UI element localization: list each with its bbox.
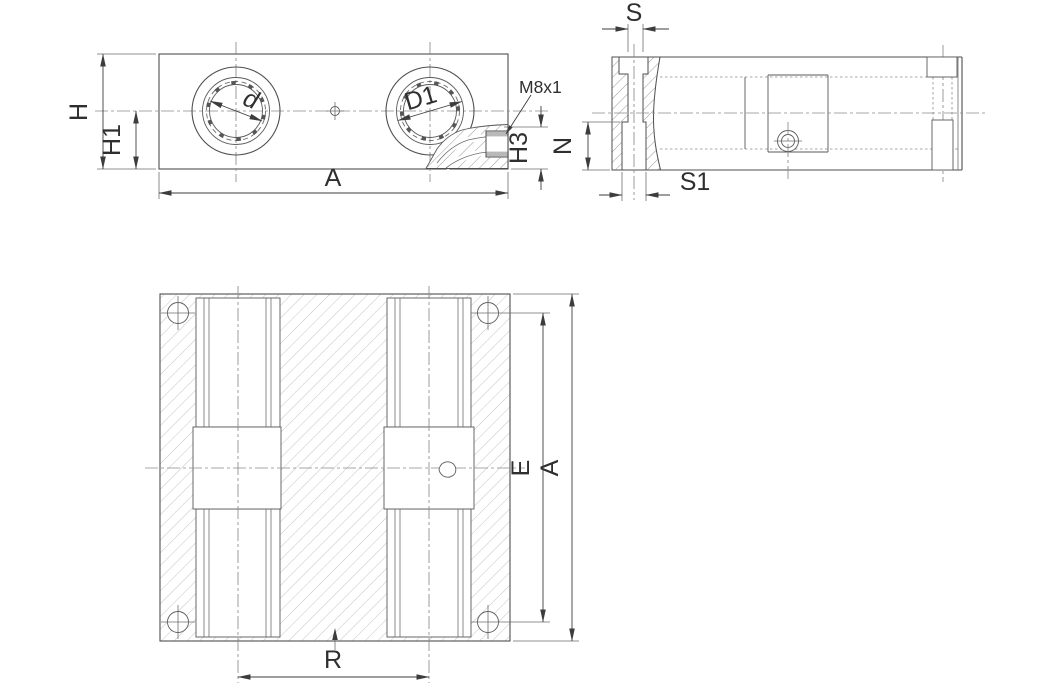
- dim-H: H: [65, 53, 156, 170]
- tapped-hole: [485, 130, 509, 158]
- thread-band-top: [486, 131, 508, 137]
- end-notch-bottom: [931, 119, 954, 171]
- thread-band-bottom: [486, 151, 508, 157]
- channel-left: [192, 297, 282, 638]
- dim-label-R: R: [324, 646, 342, 674]
- dim-label-S: S: [626, 0, 643, 27]
- dim-label-A-plan: A: [536, 459, 564, 476]
- thread-label: M8x1: [519, 77, 562, 97]
- dim-S1: S1: [599, 168, 710, 201]
- dim-label-H3: H3: [505, 132, 533, 164]
- dim-R: R: [237, 646, 430, 680]
- dim-D1: D1: [397, 80, 463, 121]
- dim-N: N: [549, 121, 620, 171]
- lube-port-section: [425, 124, 509, 171]
- dim-label-S1: S1: [680, 168, 711, 196]
- dim-A-front: A: [158, 164, 509, 199]
- dim-label-E: E: [507, 460, 535, 477]
- dim-A-plan: A: [513, 293, 579, 642]
- grease-port: [774, 122, 802, 182]
- dim-H3: H3: [504, 106, 548, 190]
- front-view: d D1 H H1 A: [65, 42, 562, 199]
- plan-view: E A R: [145, 286, 579, 683]
- leader-line: [505, 94, 532, 135]
- grease-nipple-mark: [438, 461, 457, 478]
- callout-M8x1: M8x1: [505, 77, 562, 135]
- dim-label-H: H: [65, 103, 93, 121]
- end-notch-top: [926, 56, 958, 78]
- slot-section: [611, 56, 662, 171]
- side-internal-lines: [660, 74, 958, 153]
- datum-arrow: [332, 628, 338, 650]
- dim-label-A-front: A: [325, 164, 342, 192]
- dim-S: S: [602, 0, 669, 52]
- center-hole: [326, 102, 344, 120]
- dim-E: E: [471, 312, 550, 623]
- dim-label-H1: H1: [98, 124, 126, 156]
- dim-label-N: N: [549, 137, 577, 155]
- side-view: S S1 N: [549, 0, 985, 201]
- dim-H1: H1: [98, 110, 139, 170]
